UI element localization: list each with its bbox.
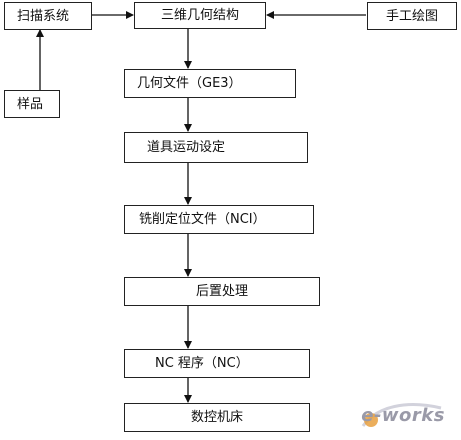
sample-box: 样品 [4, 90, 60, 118]
scan-system-label: 扫描系统 [17, 8, 70, 24]
geometry-file-box: 几何文件（GE3） [124, 69, 296, 98]
nc-program-label: NC 程序（NC） [155, 356, 249, 371]
eworks-watermark: e-works [361, 405, 445, 426]
tool-motion-label: 道具运动设定 [147, 140, 226, 155]
manual-drawing-label: 手工绘图 [385, 8, 438, 24]
manual-drawing-box: 手工绘图 [367, 2, 457, 30]
mill-position-file-label: 铣削定位文件（NCI） [139, 212, 266, 227]
post-processing-label: 后置处理 [195, 284, 248, 299]
tool-motion-box: 道具运动设定 [124, 132, 308, 163]
scan-system-box: 扫描系统 [4, 2, 92, 30]
nc-program-box: NC 程序（NC） [124, 349, 310, 378]
mill-position-file-box: 铣削定位文件（NCI） [124, 205, 314, 234]
geometry-file-label: 几何文件（GE3） [137, 76, 242, 91]
geometry-3d-box: 三维几何结构 [134, 2, 266, 29]
cnc-machine-box: 数控机床 [124, 403, 310, 432]
eworks-logo-swoosh [361, 403, 442, 427]
post-processing-box: 后置处理 [124, 277, 320, 306]
sample-label: 样品 [17, 96, 44, 112]
geometry-3d-label: 三维几何结构 [160, 8, 239, 23]
cnc-machine-label: 数控机床 [190, 410, 243, 425]
